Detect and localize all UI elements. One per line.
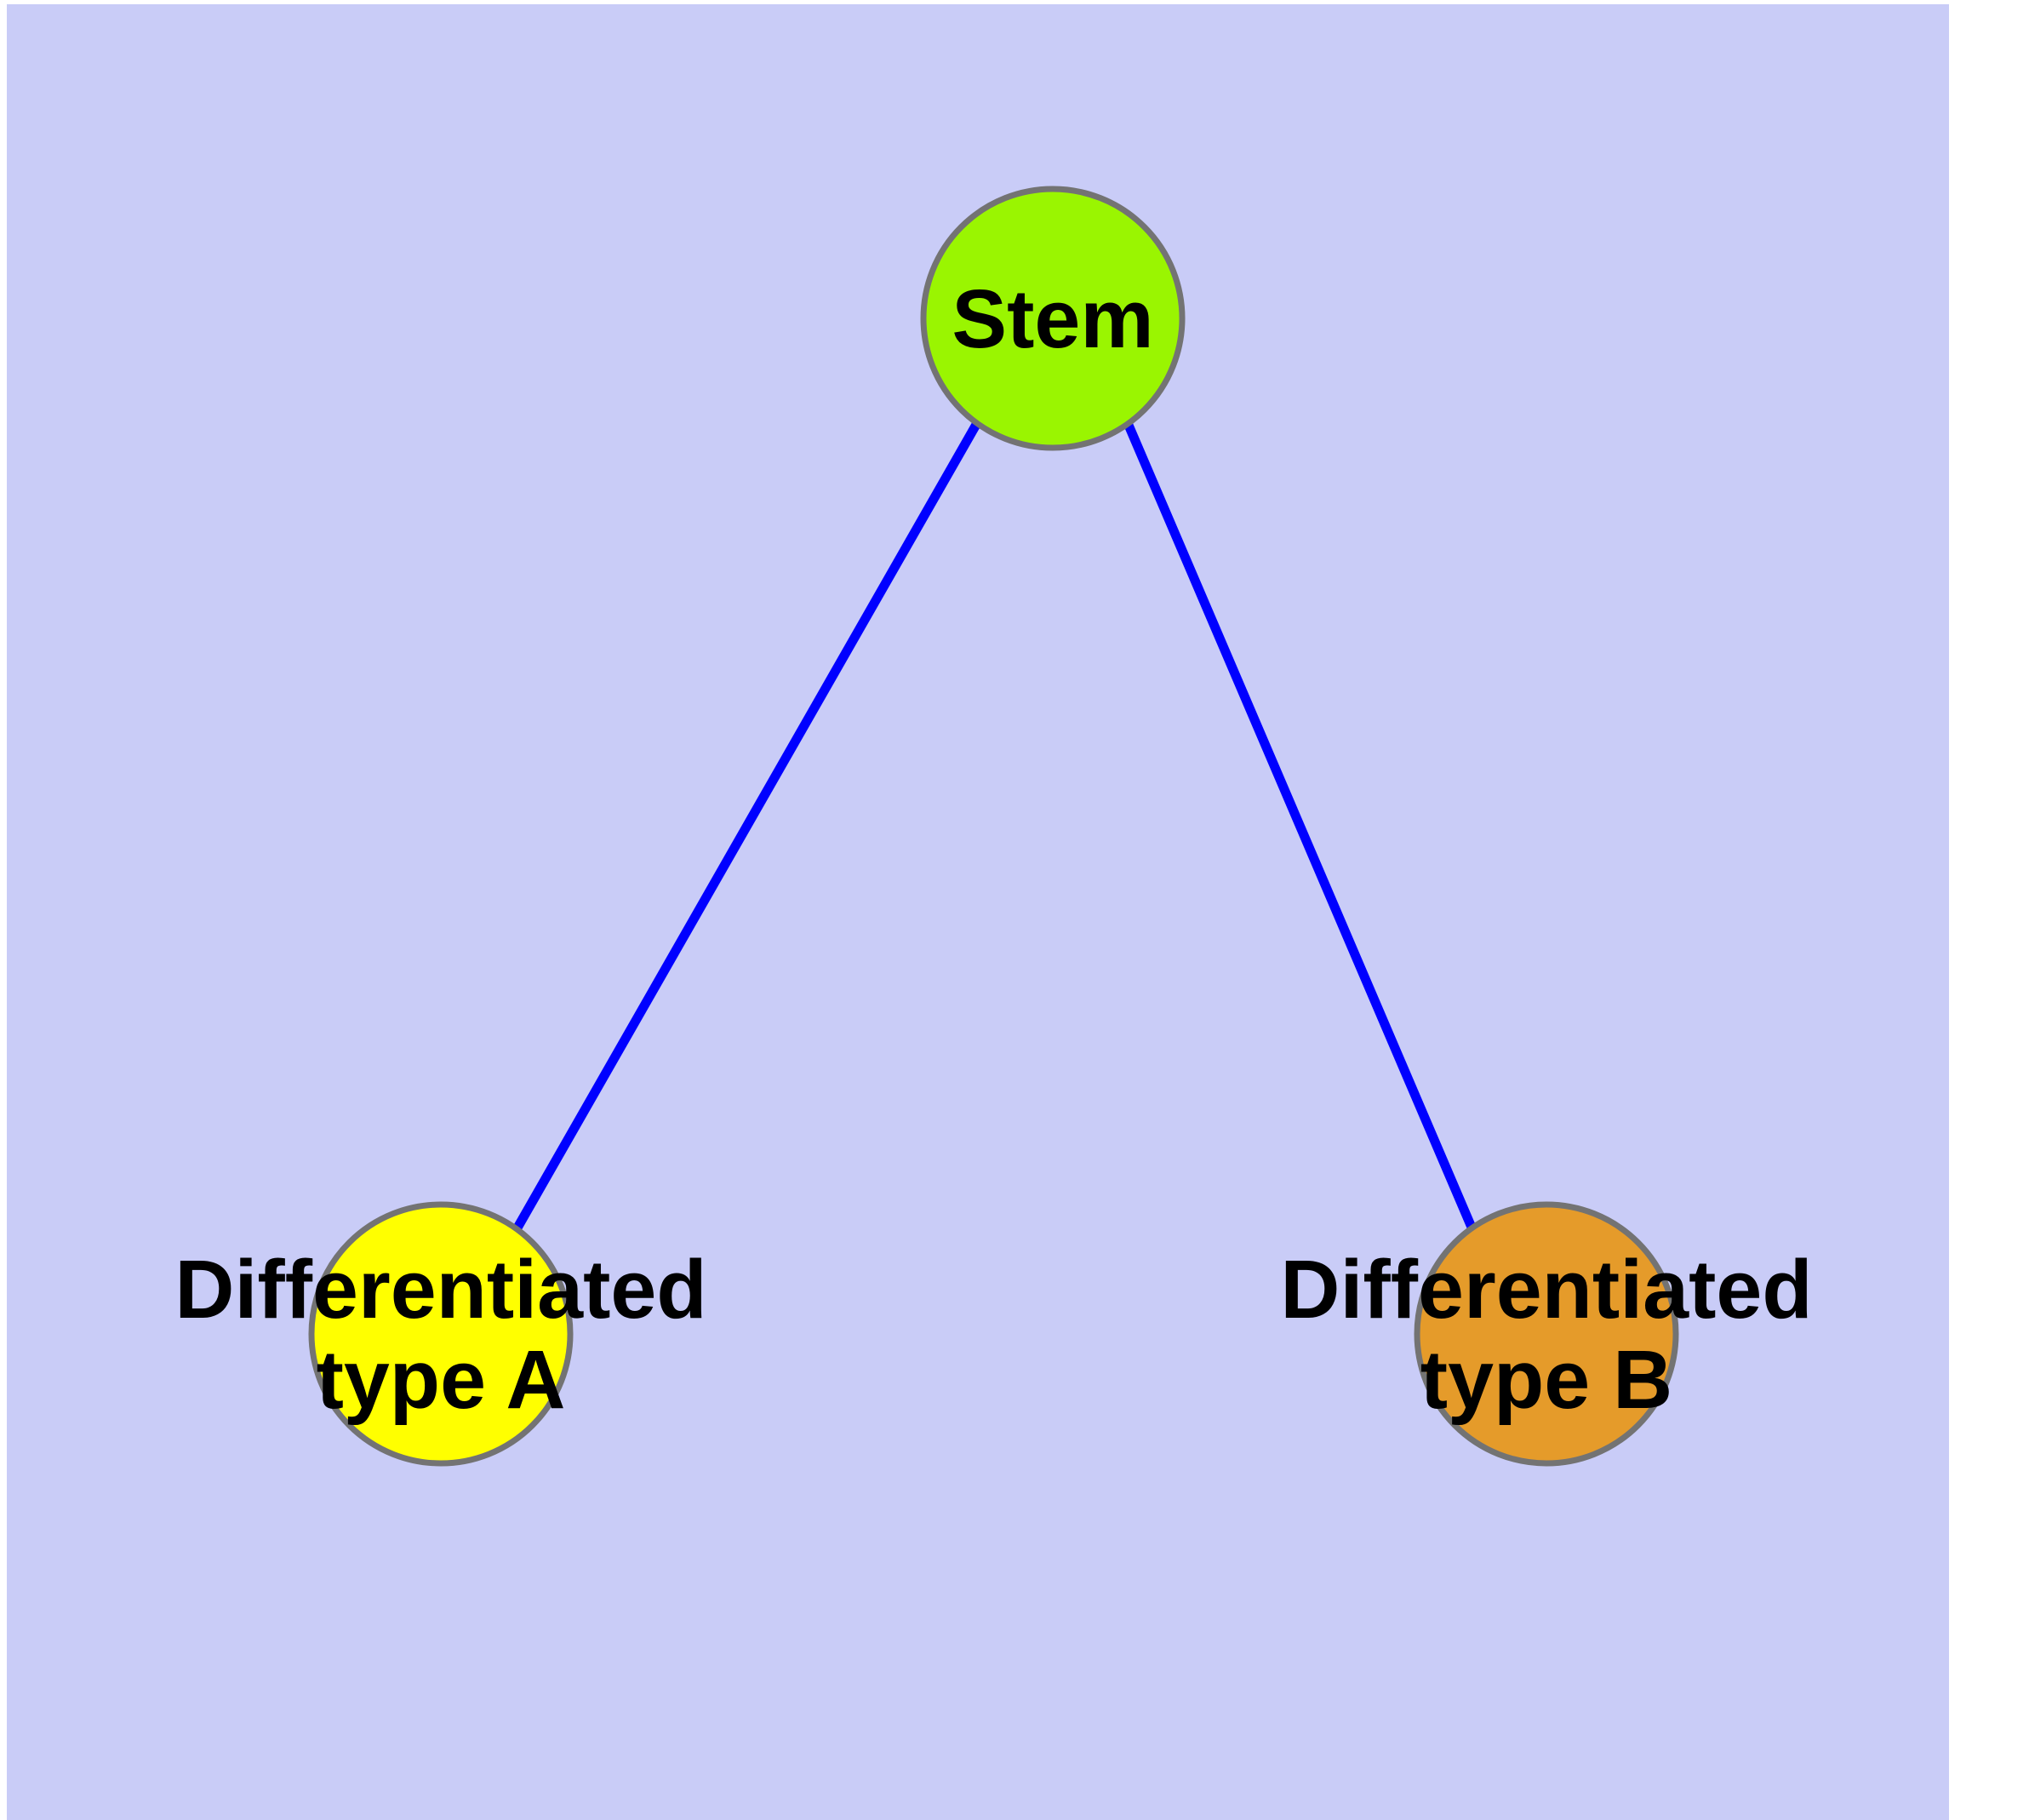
node-differentiated-type-b-circle[interactable] [1414,1201,1679,1467]
node-layer [308,186,1679,1467]
edge-layer [512,421,1477,1232]
node-stem-label: Stem [952,272,1153,365]
node-differentiated-type-b[interactable] [1414,1201,1679,1467]
node-differentiated-type-b-label-line1: Differentiated [1280,1243,1812,1336]
node-differentiated-type-b-label-line2: type B [1420,1333,1672,1426]
edge-stem-to-differentiated-type-b[interactable] [1123,421,1477,1232]
node-differentiated-type-a-circle[interactable] [308,1201,574,1467]
node-stem[interactable] [920,186,1186,451]
node-differentiated-type-a-label-line2: type A [317,1333,566,1426]
node-differentiated-type-a-label-line1: Differentiated [174,1243,706,1336]
node-label-layer: Stem Differentiated type A Differentiate… [174,272,1812,1426]
edge-stem-to-differentiated-type-a[interactable] [512,421,981,1232]
node-stem-circle[interactable] [920,186,1186,451]
node-differentiated-type-a[interactable] [308,1201,574,1467]
